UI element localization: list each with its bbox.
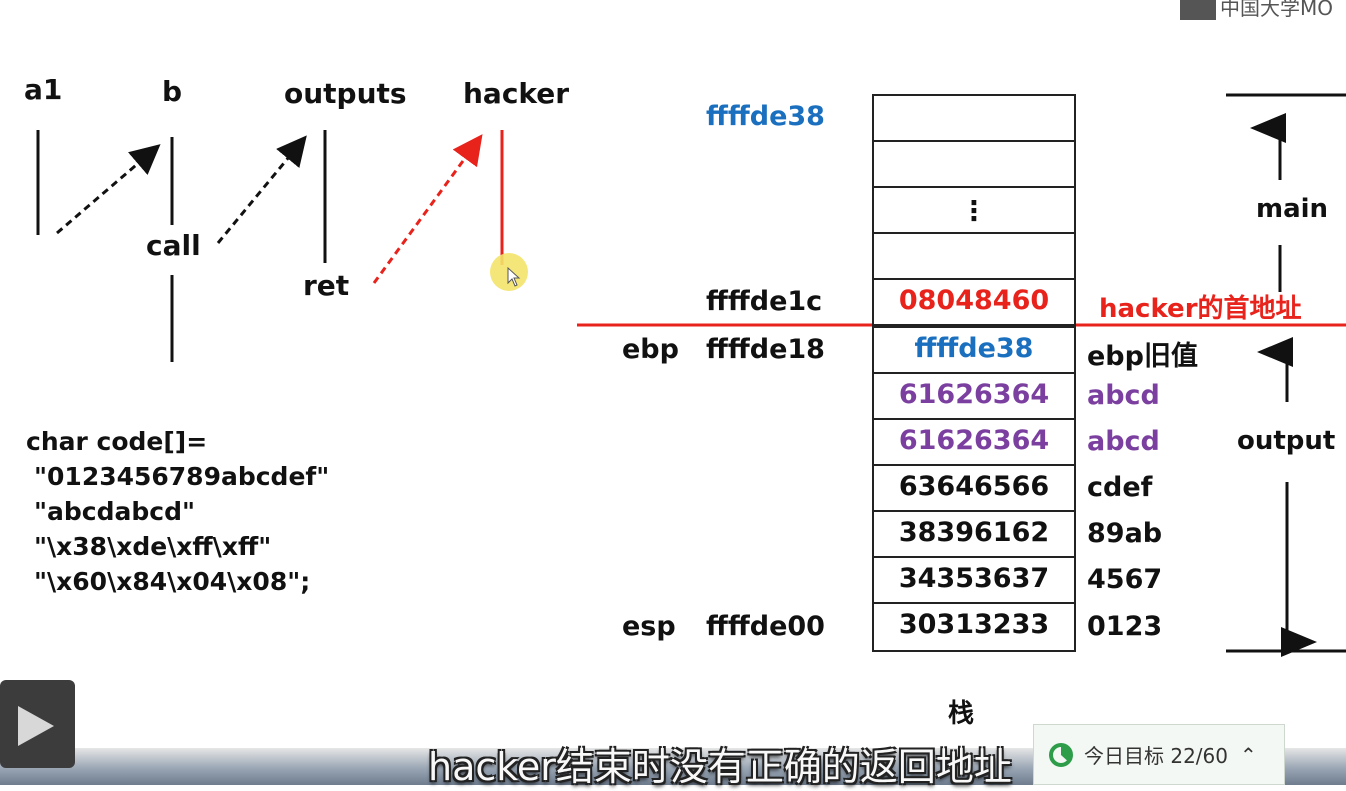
- stack-cell-saved-ebp: ffffde38: [872, 326, 1076, 374]
- stack-note: ebp旧值: [1087, 341, 1198, 372]
- watermark-logo: 中国大学MO: [1180, 0, 1333, 21]
- daily-goal-widget[interactable]: 今日目标 22/60 ⌃: [1033, 724, 1285, 785]
- stack-cell: 61626364: [872, 418, 1076, 466]
- stack-cell: 38396162: [872, 510, 1076, 558]
- a1-to-b-arrow: [56, 144, 161, 235]
- stack-address: ffffde1c: [706, 286, 823, 317]
- ret-to-hacker-arrow: [372, 134, 483, 284]
- daily-goal-text: 今日目标 22/60: [1084, 744, 1228, 768]
- play-button[interactable]: [0, 680, 75, 768]
- flow-label-a1: a1: [24, 73, 63, 106]
- stack-note: abcd: [1087, 380, 1160, 411]
- flow-label-call: call: [146, 229, 201, 262]
- stack-cell: 61626364: [872, 372, 1076, 420]
- stack-caption: 栈: [948, 699, 975, 729]
- stack-cell: 30313233: [872, 602, 1076, 652]
- stack-address: ffffde18: [706, 334, 825, 365]
- stack-note: cdef: [1087, 472, 1153, 503]
- stack-note: abcd: [1087, 426, 1160, 457]
- stack-note: 4567: [1087, 564, 1163, 595]
- cursor-pointer-icon: [507, 266, 521, 287]
- flow-label-b: b: [162, 75, 183, 108]
- stack-note: 0123: [1087, 611, 1163, 642]
- stack-cell: 34353637: [872, 556, 1076, 604]
- frame-label-main: main: [1256, 194, 1329, 224]
- stack-address: ffffde38: [706, 101, 825, 132]
- stack-cell-ellipsis: ⋮: [872, 186, 1076, 234]
- frame-label-output: output: [1237, 426, 1336, 456]
- stack-note: 89ab: [1087, 518, 1163, 549]
- logo-text: 中国大学MO: [1220, 0, 1333, 20]
- code-line-5: "\x60\x84\x04\x08";: [34, 567, 311, 596]
- stack-cell: 63646566: [872, 464, 1076, 512]
- stack-cell-return-address: 08048460: [872, 278, 1076, 326]
- chevron-up-icon[interactable]: ⌃: [1240, 742, 1257, 767]
- logo-icon: [1180, 0, 1216, 20]
- stack-note-hacker: hacker的首地址: [1099, 294, 1302, 324]
- flow-label-outputs: outputs: [284, 77, 407, 110]
- stack-cell: [872, 140, 1076, 188]
- code-line-3: "abcdabcd": [34, 497, 196, 526]
- register-ebp: ebp: [622, 334, 679, 365]
- progress-ring-icon: [1049, 742, 1073, 767]
- stack-address: ffffde00: [706, 611, 825, 642]
- flow-label-ret: ret: [303, 269, 350, 302]
- code-line-1: char code[]=: [26, 427, 208, 456]
- video-subtitle: hacker结束时没有正确的返回地址: [428, 745, 1012, 789]
- call-to-outputs-arrow: [216, 135, 307, 244]
- play-icon: [18, 706, 54, 746]
- register-esp: esp: [622, 611, 676, 642]
- flow-label-hacker: hacker: [463, 77, 570, 110]
- code-line-2: "0123456789abcdef": [34, 462, 330, 491]
- code-line-4: "\x38\xde\xff\xff": [34, 532, 272, 561]
- stack-cell: [872, 232, 1076, 280]
- stack-cell: [872, 94, 1076, 142]
